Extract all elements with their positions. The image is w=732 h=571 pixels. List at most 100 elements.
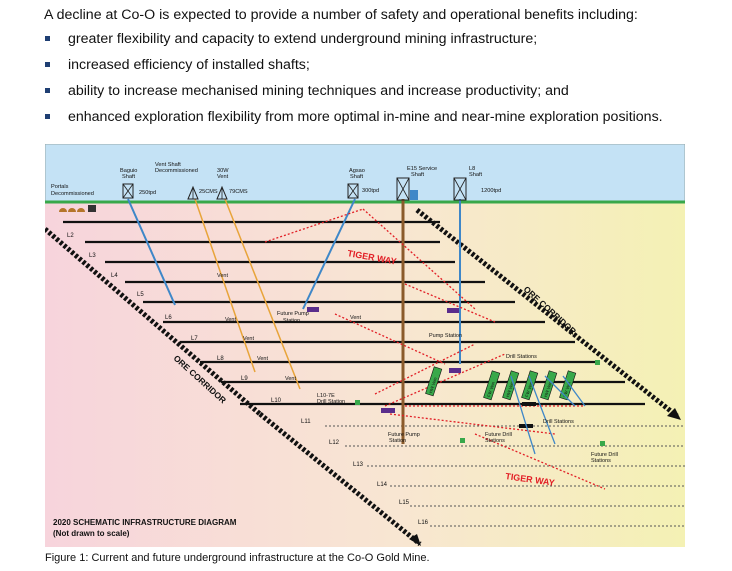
future-pump-station-label: Station bbox=[283, 318, 300, 324]
figure-caption: Figure 1: Current and future underground… bbox=[45, 552, 430, 564]
drill-station-l10-label: L10-7E bbox=[317, 393, 335, 399]
baguio-shaft-label: Shaft bbox=[122, 174, 136, 180]
vent-shaft-label: Decommissioned bbox=[155, 168, 198, 174]
vent-30w-icon bbox=[216, 185, 228, 200]
level-label: L9 bbox=[241, 376, 248, 382]
list-item-text: greater flexibility and capacity to exte… bbox=[68, 31, 538, 47]
l8-headframe-icon bbox=[453, 177, 467, 201]
baguio-headframe-icon bbox=[122, 183, 134, 199]
level-label: L6 bbox=[165, 315, 172, 321]
vent-label: Vent bbox=[225, 317, 236, 323]
vein-label: FW Vein bbox=[562, 380, 572, 397]
vent-shaft-line bbox=[194, 198, 256, 373]
bullet-icon bbox=[45, 62, 50, 67]
level-label: L11 bbox=[301, 419, 311, 425]
intro-block: A decline at Co-O is expected to provide… bbox=[44, 4, 724, 130]
list-item: ability to increase mechanised mining te… bbox=[44, 78, 724, 104]
e15-shaft-label: Shaft bbox=[411, 172, 425, 178]
diagram-subtitle: (Not drawn to scale) bbox=[53, 529, 130, 538]
vent-label: Vent bbox=[257, 356, 268, 362]
headframe-icons bbox=[59, 177, 467, 212]
list-item-text: ability to increase mechanised mining te… bbox=[68, 83, 569, 99]
level-label: L16 bbox=[418, 520, 429, 526]
agsao-rate: 300tpd bbox=[362, 188, 379, 194]
future-drill-stations-label: Stations bbox=[485, 438, 505, 444]
drill-station-marker bbox=[355, 400, 360, 405]
corridor-arrow-left bbox=[409, 534, 421, 546]
tiger-way-lines bbox=[264, 208, 606, 490]
portal-icons bbox=[59, 205, 96, 212]
l8-shaft-label: L8 bbox=[469, 166, 475, 172]
vent-decommissioned-icon bbox=[187, 185, 199, 200]
drill-station-bar bbox=[522, 402, 536, 406]
drill-station-marker bbox=[595, 360, 600, 365]
vein-drill-boxes: HW Vein FW Vein HW Vein FW Vein HW Vein … bbox=[425, 366, 577, 401]
ore-corridor-left-lower bbox=[258, 412, 422, 546]
level-label: L13 bbox=[353, 462, 364, 468]
drill-stations-label: Drill Stations bbox=[506, 354, 537, 360]
level-label: L5 bbox=[137, 292, 144, 298]
surface-labels: Portals Decommissioned Baguio Shaft 250t… bbox=[51, 162, 501, 197]
vent-label: Vent bbox=[243, 336, 254, 342]
future-pump-station-label: Future Pump bbox=[277, 311, 309, 317]
e15-headframe-icon bbox=[396, 177, 418, 201]
diagram-labels: Vent Vent Vent Vent Vent Vent Future Pum… bbox=[217, 273, 618, 464]
vent-30w-line bbox=[224, 198, 301, 390]
bullet-icon bbox=[45, 88, 50, 93]
pump-station-marker bbox=[447, 308, 459, 313]
level-label: L12 bbox=[329, 440, 340, 446]
list-item-text: increased efficiency of installed shafts… bbox=[68, 57, 310, 73]
vent-30w-label: 30W bbox=[217, 168, 229, 174]
future-pump-station-label: Station bbox=[389, 438, 406, 444]
level-label: L4 bbox=[111, 273, 118, 279]
vent-shaft-label: Vent Shaft bbox=[155, 162, 181, 168]
vent-label: Vent bbox=[350, 315, 361, 321]
level-label: L14 bbox=[377, 482, 388, 488]
level-lines bbox=[63, 220, 685, 527]
drill-station-marker bbox=[460, 438, 465, 443]
list-item: greater flexibility and capacity to exte… bbox=[44, 26, 724, 52]
vein-label: FW Vein bbox=[486, 380, 496, 397]
infrastructure-figure: L2 L3 L4 L5 L6 L7 L8 L9 L10 L11 L12 L13 … bbox=[45, 144, 685, 547]
agsao-shaft-label: Agsao bbox=[349, 168, 365, 174]
future-drill-stations-label: Future Drill bbox=[485, 432, 512, 438]
ore-corridor-left-upper bbox=[45, 227, 262, 416]
drill-stations-label: Drill Stations bbox=[543, 419, 574, 425]
agsao-shaft-label: Shaft bbox=[350, 174, 364, 180]
list-item: increased efficiency of installed shafts… bbox=[44, 52, 724, 78]
vent-30w-rate: 79CMS bbox=[229, 189, 248, 195]
vein-label: HW Vein bbox=[428, 376, 438, 394]
ground-area bbox=[45, 202, 685, 547]
drill-station-marker bbox=[600, 441, 605, 446]
level-label: L10 bbox=[271, 398, 282, 404]
bullet-icon bbox=[45, 114, 50, 119]
future-pump-station-marker bbox=[381, 408, 395, 413]
l8-shaft-label: Shaft bbox=[469, 172, 483, 178]
pump-station-marker bbox=[449, 368, 461, 373]
future-pump-station-marker bbox=[307, 307, 319, 312]
level-label: L3 bbox=[89, 253, 96, 259]
agsao-headframe-icon bbox=[347, 183, 359, 199]
future-pump-station-label: Future Pump bbox=[388, 432, 420, 438]
baguio-rate: 250tpd bbox=[139, 190, 156, 196]
level-label: L7 bbox=[191, 336, 198, 342]
future-drill-stations-label: Future Drill bbox=[591, 452, 618, 458]
level-label: L2 bbox=[67, 233, 74, 239]
vent-label: Vent bbox=[217, 273, 228, 279]
vent-30w-label: Vent bbox=[217, 174, 229, 180]
agsao-shaft-line bbox=[302, 198, 356, 310]
drill-hole-lines bbox=[510, 375, 586, 455]
benefits-list: greater flexibility and capacity to exte… bbox=[44, 26, 724, 130]
portals-label: Portals bbox=[51, 184, 69, 190]
schematic-diagram: L2 L3 L4 L5 L6 L7 L8 L9 L10 L11 L12 L13 … bbox=[45, 144, 685, 547]
level-labels: L2 L3 L4 L5 L6 L7 L8 L9 L10 L11 L12 L13 … bbox=[67, 233, 429, 526]
intro-paragraph: A decline at Co-O is expected to provide… bbox=[44, 7, 638, 23]
vein-label: HW Vein bbox=[543, 380, 553, 398]
pump-station-label: Pump Station bbox=[429, 333, 462, 339]
vent-label: Vent bbox=[285, 376, 296, 382]
bullet-icon bbox=[45, 36, 50, 41]
vein-label: FW Vein bbox=[524, 380, 534, 397]
level-label: L8 bbox=[217, 356, 224, 362]
corridor-arrow-right bbox=[667, 408, 681, 420]
diagram-title: 2020 SCHEMATIC INFRASTRUCTURE DIAGRAM bbox=[53, 518, 237, 527]
